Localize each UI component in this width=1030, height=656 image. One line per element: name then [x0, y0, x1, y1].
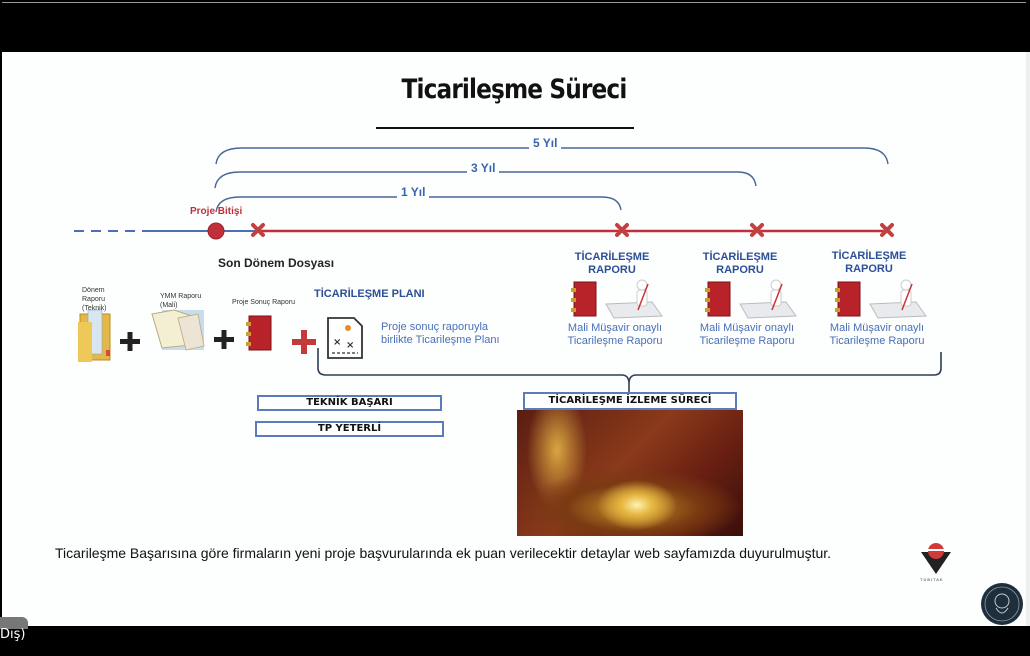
plus-icon [120, 332, 140, 351]
report-binder-icon-3 [835, 281, 861, 317]
teknik-basari-box: TEKNİK BAŞARI [257, 395, 442, 411]
title-underline [376, 127, 634, 129]
report-heading-line1: TİCARİLEŞME [831, 250, 907, 262]
span-label-5-yil: 5 Yıl [529, 136, 562, 150]
checklist-figure-icon-1 [605, 279, 663, 319]
span-bracket-1-yil [215, 196, 622, 213]
tp-yeterli-box: TP YETERLİ [255, 421, 444, 437]
milestone-marker [251, 223, 265, 237]
plan-text-line1: Proje sonuç raporuyla [381, 321, 489, 333]
speaker-name-tab [0, 617, 28, 629]
report-text-3: Mali Müşavir onaylı Ticarileşme Raporu [814, 322, 940, 348]
open-folder-icon [151, 309, 205, 351]
doc-label-donem-raporu: Dönem Raporu (Teknik) [82, 287, 107, 312]
red-binder-icon [246, 315, 272, 351]
son-donem-heading: Son Dönem Dosyası [218, 256, 335, 270]
project-end-label: Proje Bitişi [190, 206, 243, 217]
strategy-plan-icon: × × [327, 317, 363, 359]
span-bracket-5-yil [215, 147, 889, 165]
folder-document-icon [78, 309, 111, 362]
project-end-marker [207, 222, 225, 240]
report-heading-line2: RAPORU [716, 264, 764, 276]
svg-text:×: × [346, 340, 354, 351]
report-text-line1: Mali Müşavir onaylı [567, 322, 663, 334]
plus-icon [292, 330, 316, 354]
report-heading-3: TİCARİLEŞME RAPORU [814, 250, 924, 276]
svg-text:×: × [333, 337, 341, 348]
doc-label-proje-sonuc-raporu: Proje Sonuç Raporu [232, 299, 296, 306]
tubitak-caption: TÜBİTAK [920, 577, 944, 582]
report-text-line2: Ticarileşme Raporu [567, 335, 663, 347]
report-binder-icon-1 [571, 281, 597, 317]
monitoring-brace [317, 348, 942, 383]
izleme-sureci-box: TİCARİLEŞME İZLEME SÜRECİ [523, 392, 737, 410]
report-text-line1: Mali Müşavir onaylı [829, 322, 925, 334]
report-heading-line1: TİCARİLEŞME [702, 251, 778, 263]
report-text-line2: Ticarileşme Raporu [699, 335, 795, 347]
span-label-3-yil: 3 Yıl [467, 161, 500, 175]
gold-scale-image [517, 410, 743, 536]
institution-seal-logo [981, 583, 1023, 625]
checklist-figure-icon-3 [869, 279, 927, 319]
footnote-text: Ticarileşme Başarısına göre firmaların y… [55, 545, 832, 561]
milestone-marker-3-yil [750, 223, 764, 237]
report-heading-line2: RAPORU [588, 264, 636, 276]
milestone-marker-1-yil [615, 223, 629, 237]
speaker-name-label: Dış) [0, 627, 26, 642]
report-text-line1: Mali Müşavir onaylı [699, 322, 795, 334]
span-label-1-yil: 1 Yıl [397, 185, 430, 199]
doc-label-ymm-raporu: YMM Raporu (Mali) [160, 293, 202, 309]
timeline-diagram: × × [74, 147, 1023, 625]
report-binder-icon-2 [705, 281, 731, 317]
plan-text-line2: birlikte Ticarileşme Planı [381, 334, 500, 346]
video-bottom-black-bar [0, 626, 1030, 656]
slide-title: Ticarileşme Süreci [401, 74, 628, 105]
scrollbar-strip [1026, 52, 1030, 626]
report-text-2: Mali Müşavir onaylı Ticarileşme Raporu [684, 322, 810, 348]
report-heading-line1: TİCARİLEŞME [574, 251, 650, 263]
tubitak-logo [921, 543, 951, 574]
plan-heading: TİCARİLEŞME PLANI [314, 288, 425, 300]
checklist-figure-icon-2 [739, 279, 797, 319]
video-top-black-bar [2, 2, 1026, 51]
presentation-slide: Ticarileşme Süreci [2, 52, 1026, 626]
plus-icon [214, 330, 234, 349]
report-text-line2: Ticarileşme Raporu [829, 335, 925, 347]
report-text-1: Mali Müşavir onaylı Ticarileşme Raporu [552, 322, 678, 348]
report-heading-line2: RAPORU [845, 263, 893, 275]
milestone-marker-5-yil [880, 223, 894, 237]
report-heading-1: TİCARİLEŞME RAPORU [557, 251, 667, 277]
report-heading-2: TİCARİLEŞME RAPORU [685, 251, 795, 277]
